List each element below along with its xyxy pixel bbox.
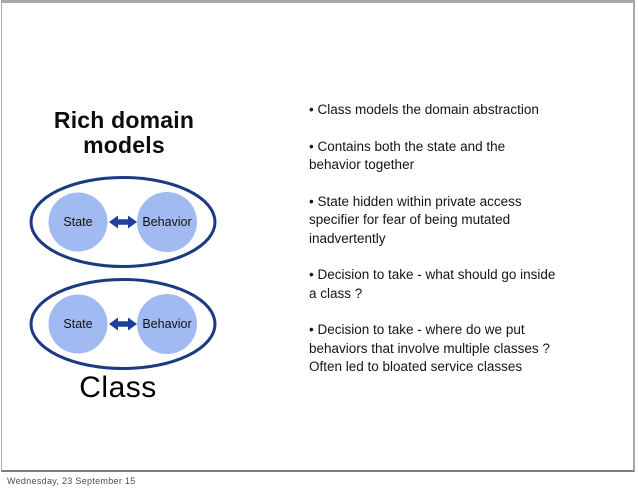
bullet-text: • Decision to take - where do we put — [309, 322, 525, 337]
bullet-text: inadvertently — [309, 230, 386, 246]
class-diagram: State Behavior State Behavior — [29, 176, 217, 370]
class-caption: Class — [79, 371, 157, 404]
bullet-list: • Class models the domain abstraction • … — [309, 101, 594, 395]
slide-title-line-2: models — [83, 132, 165, 158]
state-label-top: State — [63, 215, 92, 229]
bullet-item: • State hidden within private access spe… — [309, 193, 594, 249]
bullet-text: • Contains both the state and the — [309, 138, 506, 154]
bullet-text: • Decision to take - what should go insi… — [309, 267, 556, 282]
bullet-text: behaviors that involve multiple classes … — [309, 340, 550, 356]
bullet-item: • Decision to take - what should go insi… — [309, 266, 594, 303]
slide-date: Wednesday, 23 September 15 — [7, 476, 136, 486]
behavior-label-top: Behavior — [142, 215, 191, 229]
class-group-top: State Behavior — [29, 176, 217, 268]
bullet-text: specifier for fear of being mutated — [309, 212, 511, 227]
behavior-circle-top — [137, 192, 197, 252]
slide-title: Rich domain models — [34, 108, 214, 158]
bullet-text: • Class models the domain abstraction — [309, 102, 539, 117]
bullet-item: • Contains both the state and the behavi… — [309, 138, 594, 175]
slide-title-line-1: Rich domain — [53, 107, 195, 133]
slide-canvas — [1, 0, 635, 472]
state-circle-bottom — [48, 294, 108, 354]
class-boundary-ellipse-top — [29, 176, 217, 268]
class-group-bottom: State Behavior — [29, 278, 217, 370]
double-arrow-icon-bottom — [109, 317, 137, 331]
bullet-text: behavior together — [309, 157, 415, 172]
behavior-circle-bottom — [137, 294, 197, 354]
bullet-text: • State hidden within private access — [309, 193, 522, 209]
state-label-bottom: State — [63, 317, 92, 331]
behavior-label-bottom: Behavior — [142, 317, 191, 331]
bullet-text: Often led to bloated service classes — [309, 359, 523, 374]
class-boundary-ellipse-bottom — [29, 278, 217, 370]
bullet-item: • Decision to take - where do we put beh… — [309, 321, 594, 377]
state-circle-top — [48, 192, 108, 252]
bullet-item: • Class models the domain abstraction — [309, 101, 594, 120]
bullet-text: a class ? — [309, 285, 363, 301]
double-arrow-icon-top — [109, 215, 137, 229]
